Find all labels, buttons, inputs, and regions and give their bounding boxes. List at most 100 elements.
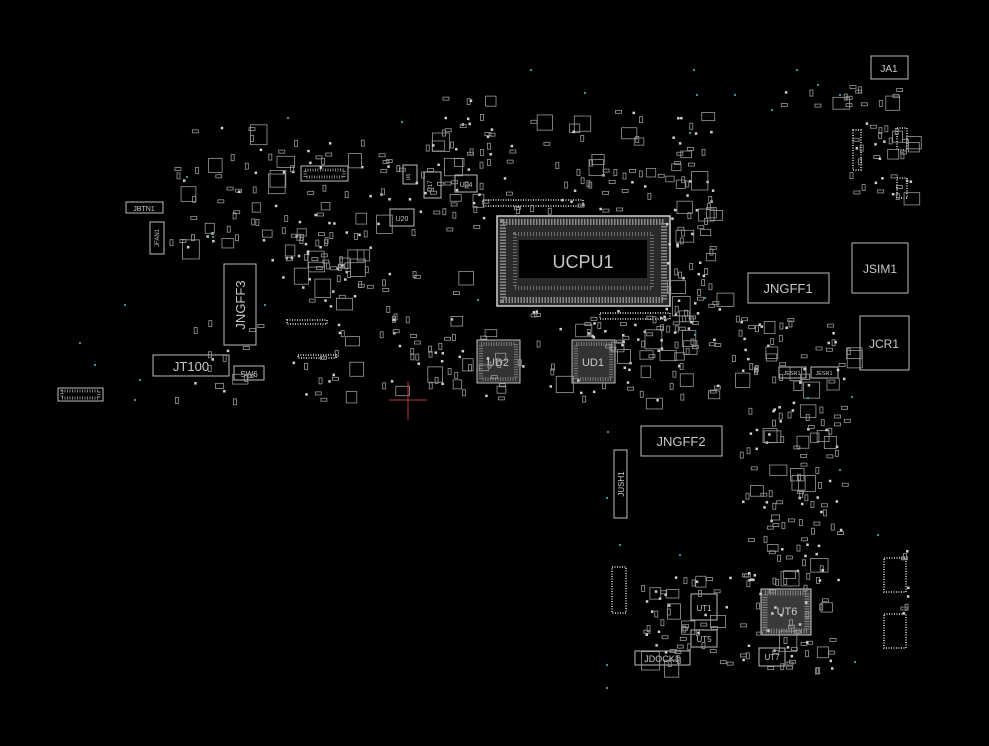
smd-part bbox=[608, 180, 616, 184]
smd-part bbox=[689, 262, 694, 270]
smd-part bbox=[622, 340, 625, 343]
smd-part bbox=[243, 374, 248, 382]
smd-part bbox=[496, 385, 507, 394]
connector-jngff1[interactable]: JNGFF1 bbox=[747, 272, 830, 304]
smd-part bbox=[174, 396, 179, 404]
smd-part bbox=[452, 211, 457, 219]
smd-part bbox=[814, 667, 819, 675]
smd-part bbox=[516, 207, 520, 214]
connector-jdock1[interactable]: JDOCK1 bbox=[634, 650, 691, 666]
smd-part bbox=[657, 173, 665, 178]
smd-part bbox=[381, 188, 385, 196]
cpu-label: UCPU1 bbox=[552, 252, 613, 272]
smd-part bbox=[767, 629, 770, 632]
smd-part bbox=[302, 286, 305, 289]
smd-part bbox=[772, 419, 776, 427]
smd-part bbox=[486, 135, 490, 139]
smd-part bbox=[834, 340, 837, 344]
smd-part bbox=[645, 600, 649, 603]
smd-part bbox=[677, 116, 680, 120]
smd-part bbox=[646, 315, 654, 320]
connector-jmic1[interactable] bbox=[300, 165, 349, 182]
connector-jesr2[interactable]: JESR1 bbox=[810, 366, 839, 379]
smd-part bbox=[190, 215, 198, 220]
connector-jsim1[interactable]: JSIM1 bbox=[851, 242, 909, 294]
smd-part bbox=[347, 249, 365, 264]
smd-part bbox=[204, 222, 215, 234]
connector-jlcd1[interactable] bbox=[57, 387, 104, 402]
smd-part bbox=[428, 382, 433, 390]
smd-part bbox=[452, 379, 463, 390]
smd-part bbox=[672, 370, 677, 378]
smd-part bbox=[514, 206, 521, 210]
smd-part bbox=[686, 194, 689, 197]
smd-part bbox=[748, 407, 753, 415]
smd-part bbox=[549, 385, 553, 388]
chip-ut7[interactable]: UT7 bbox=[758, 647, 786, 667]
smd-part bbox=[668, 604, 671, 607]
smd-part bbox=[329, 305, 333, 308]
smd-part bbox=[344, 278, 347, 281]
smd-part bbox=[182, 179, 186, 182]
smd-part bbox=[787, 518, 795, 523]
smd-part bbox=[830, 523, 835, 531]
smd-part bbox=[755, 447, 758, 451]
chip-ut1[interactable]: UT1 bbox=[690, 593, 718, 621]
connector-jfan1[interactable]: JFAN1 bbox=[149, 221, 165, 255]
chip-ut6[interactable]: UT6 bbox=[760, 588, 812, 636]
smd-part bbox=[690, 320, 693, 324]
smd-part bbox=[211, 358, 214, 361]
smd-part bbox=[469, 148, 474, 156]
smd-part bbox=[447, 368, 452, 375]
smd-part bbox=[613, 169, 618, 176]
smd-part bbox=[798, 623, 802, 626]
smd-part bbox=[261, 229, 273, 238]
chip-ud1[interactable]: UD1 bbox=[571, 339, 616, 384]
smd-part bbox=[180, 186, 197, 202]
smd-part bbox=[182, 239, 200, 260]
smd-part bbox=[778, 334, 783, 342]
chip-u6[interactable]: U6 bbox=[402, 164, 418, 185]
chip-ut5[interactable]: UT5 bbox=[690, 629, 718, 648]
smd-part bbox=[215, 174, 223, 179]
pin-strip bbox=[883, 613, 907, 649]
smd-part bbox=[834, 414, 841, 419]
smd-part bbox=[738, 329, 743, 337]
smd-part bbox=[691, 171, 709, 191]
test-point bbox=[263, 303, 267, 307]
chip-u20[interactable]: U20 bbox=[389, 208, 415, 227]
smd-part bbox=[779, 420, 782, 423]
connector-jcr1[interactable]: JCR1 bbox=[859, 315, 910, 371]
smd-part bbox=[763, 535, 768, 543]
connector-jngff3[interactable]: JNGFF3 bbox=[223, 263, 257, 346]
smd-part bbox=[755, 325, 759, 333]
smd-part bbox=[233, 398, 237, 406]
cpu-ucpu1[interactable]: UCPU1 bbox=[496, 215, 671, 307]
smd-part bbox=[332, 376, 339, 381]
smd-part bbox=[806, 641, 809, 644]
smd-part bbox=[725, 605, 729, 609]
connector-ja1[interactable]: JA1 bbox=[870, 55, 909, 80]
smd-part bbox=[369, 194, 372, 198]
smd-part bbox=[378, 153, 386, 158]
smd-part bbox=[845, 103, 853, 108]
smd-part bbox=[676, 657, 681, 664]
connector-label: JUSH1 bbox=[617, 471, 626, 497]
smd-part bbox=[192, 195, 197, 203]
smd-part bbox=[417, 362, 421, 365]
smd-part bbox=[779, 374, 784, 381]
connector-jngff2[interactable]: JNGFF2 bbox=[640, 425, 723, 457]
smd-part bbox=[672, 136, 675, 139]
smd-part bbox=[739, 653, 747, 658]
connector-jush1[interactable]: JUSH1 bbox=[613, 449, 628, 519]
smd-part bbox=[366, 284, 374, 289]
smd-part bbox=[846, 347, 863, 359]
smd-part bbox=[645, 168, 657, 178]
connector-jt100[interactable]: JT100 bbox=[152, 354, 230, 377]
smd-part bbox=[716, 384, 720, 388]
smd-part bbox=[677, 299, 681, 303]
test-point bbox=[678, 553, 682, 557]
connector-jbtn1[interactable]: JBTN1 bbox=[125, 201, 164, 214]
smd-part bbox=[646, 332, 654, 337]
